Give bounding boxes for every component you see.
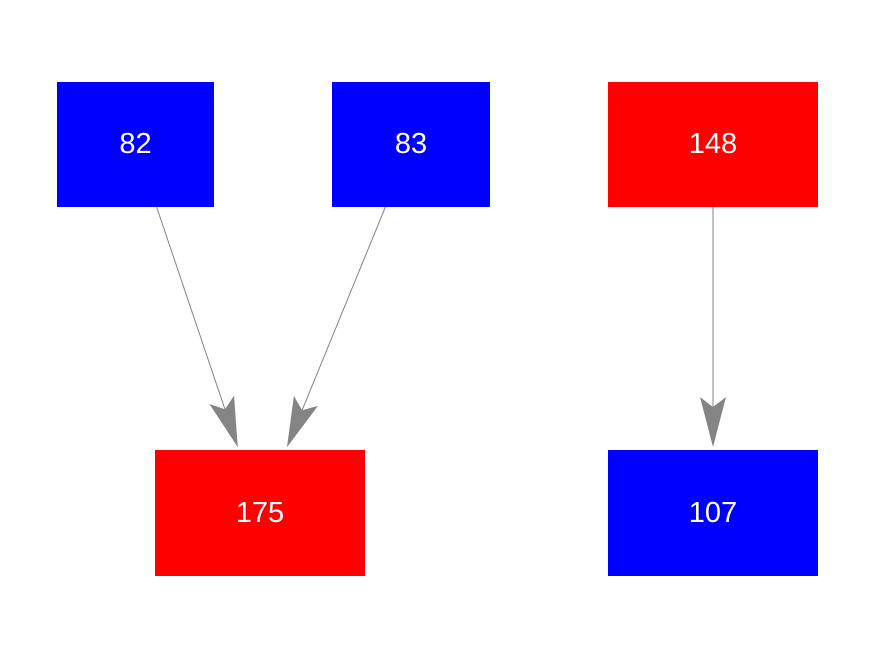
- edge-83-175: [301, 206, 386, 411]
- arrowhead-icon-83-175: [286, 396, 318, 448]
- edge-82-175: [156, 206, 226, 410]
- arrowhead-icon-82-175: [209, 395, 238, 448]
- node-label: 175: [235, 496, 285, 529]
- node-label: 82: [119, 128, 152, 160]
- node-107[interactable]: 107: [608, 450, 818, 576]
- node-label: 148: [688, 128, 738, 160]
- arrowhead-icon-148-107: [700, 397, 726, 447]
- node-label: 83: [394, 128, 428, 160]
- node-82[interactable]: 82: [57, 82, 214, 207]
- node-148[interactable]: 148: [608, 82, 818, 207]
- node-label: 107: [688, 496, 738, 529]
- node-83[interactable]: 83: [332, 82, 490, 207]
- node-175[interactable]: 175: [155, 450, 365, 576]
